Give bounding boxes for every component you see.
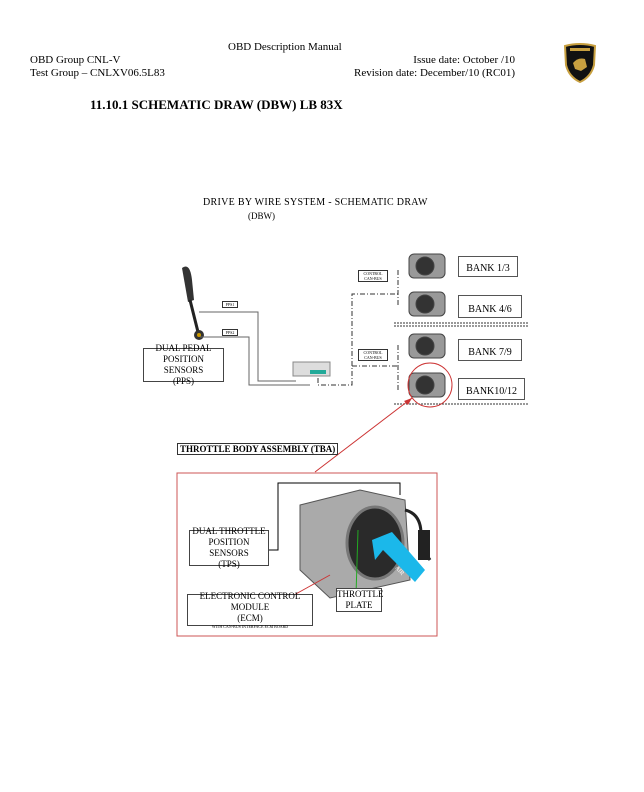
- ecm-label-line: WITH CAN-BUS INTERFACE ECM BOARD: [211, 624, 289, 629]
- tba-label: THROTTLE BODY ASSEMBLY (TBA): [177, 443, 339, 455]
- section-title: 11.10.1 SCHEMATIC DRAW (DBW) LB 83X: [90, 97, 343, 112]
- pps-label-line: POSITION SENSORS: [162, 354, 204, 375]
- throttle-plate-label-line: PLATE: [345, 600, 373, 610]
- tps-label-line: POSITION SENSORS: [208, 537, 250, 558]
- ecm-label-line: ELECTRONIC CONTROL MODULE: [199, 591, 301, 612]
- obd-group: OBD Group CNL-V: [30, 54, 121, 66]
- wire-label: PPS2: [222, 329, 238, 336]
- issue-date: Issue date: October /10: [413, 54, 515, 66]
- throttle-plate-label-box: THROTTLE PLATE: [336, 588, 384, 612]
- diagram-title: DRIVE BY WIRE SYSTEM - SCHEMATIC DRAW: [203, 197, 428, 208]
- diagram-subtitle: (DBW): [248, 211, 275, 221]
- tps-label-line: (TPS): [218, 559, 240, 569]
- bank-label: BANK 7/9: [458, 339, 522, 361]
- pps-label-box: DUAL PEDAL POSITION SENSORS (PPS): [143, 343, 224, 386]
- pps-label-line: DUAL PEDAL: [155, 343, 212, 353]
- bank-label: BANK 4/6: [458, 295, 522, 318]
- lamborghini-logo: [563, 43, 597, 83]
- pps-label-line: (PPS): [172, 376, 194, 386]
- revision-date: Revision date: December/10 (RC01): [354, 67, 515, 79]
- manual-title: OBD Description Manual: [228, 41, 342, 53]
- throttle-plate-label-line: THROTTLE: [337, 589, 384, 599]
- tps-label-line: DUAL THROTTLE: [192, 526, 266, 536]
- can-label: CONTROL CAN-BUS: [358, 270, 388, 282]
- test-group: Test Group – CNLXV06.5L83: [30, 67, 165, 79]
- ecm-label-box: ELECTRONIC CONTROL MODULE (ECM) WITH CAN…: [187, 591, 313, 629]
- bank-label: BANK10/12: [458, 378, 525, 400]
- bank-label: BANK 1/3: [458, 256, 518, 277]
- ecm-label-line: (ECM): [237, 613, 263, 623]
- wire-label: PPS1: [222, 301, 238, 308]
- can-label: CONTROL CAN-BUS: [358, 349, 388, 361]
- tps-label-box: DUAL THROTTLE POSITION SENSORS (TPS): [189, 526, 269, 569]
